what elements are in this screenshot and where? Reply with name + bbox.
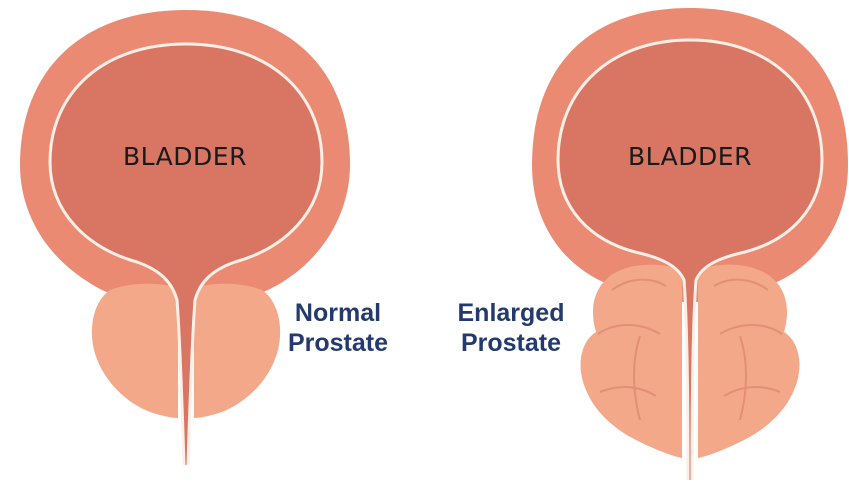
enlarged-prostate-lobes-right bbox=[698, 265, 799, 458]
normal-prostate-lobe-left bbox=[92, 284, 178, 418]
normal-caption-line2: Prostate bbox=[278, 328, 398, 358]
enlarged-prostate-caption: Enlarged Prostate bbox=[446, 298, 576, 358]
normal-bladder-label: BLADDER bbox=[75, 142, 295, 171]
enlarged-prostate-lobes-left bbox=[581, 265, 682, 458]
enlarged-caption-line2: Prostate bbox=[446, 328, 576, 358]
normal-prostate-lobe-right bbox=[194, 284, 280, 418]
normal-prostate-caption: Normal Prostate bbox=[278, 298, 398, 358]
normal-prostate-illustration bbox=[20, 10, 350, 465]
enlarged-prostate-illustration bbox=[532, 8, 848, 480]
normal-caption-line1: Normal bbox=[278, 298, 398, 328]
enlarged-caption-line1: Enlarged bbox=[446, 298, 576, 328]
enlarged-bladder-label: BLADDER bbox=[580, 142, 800, 171]
